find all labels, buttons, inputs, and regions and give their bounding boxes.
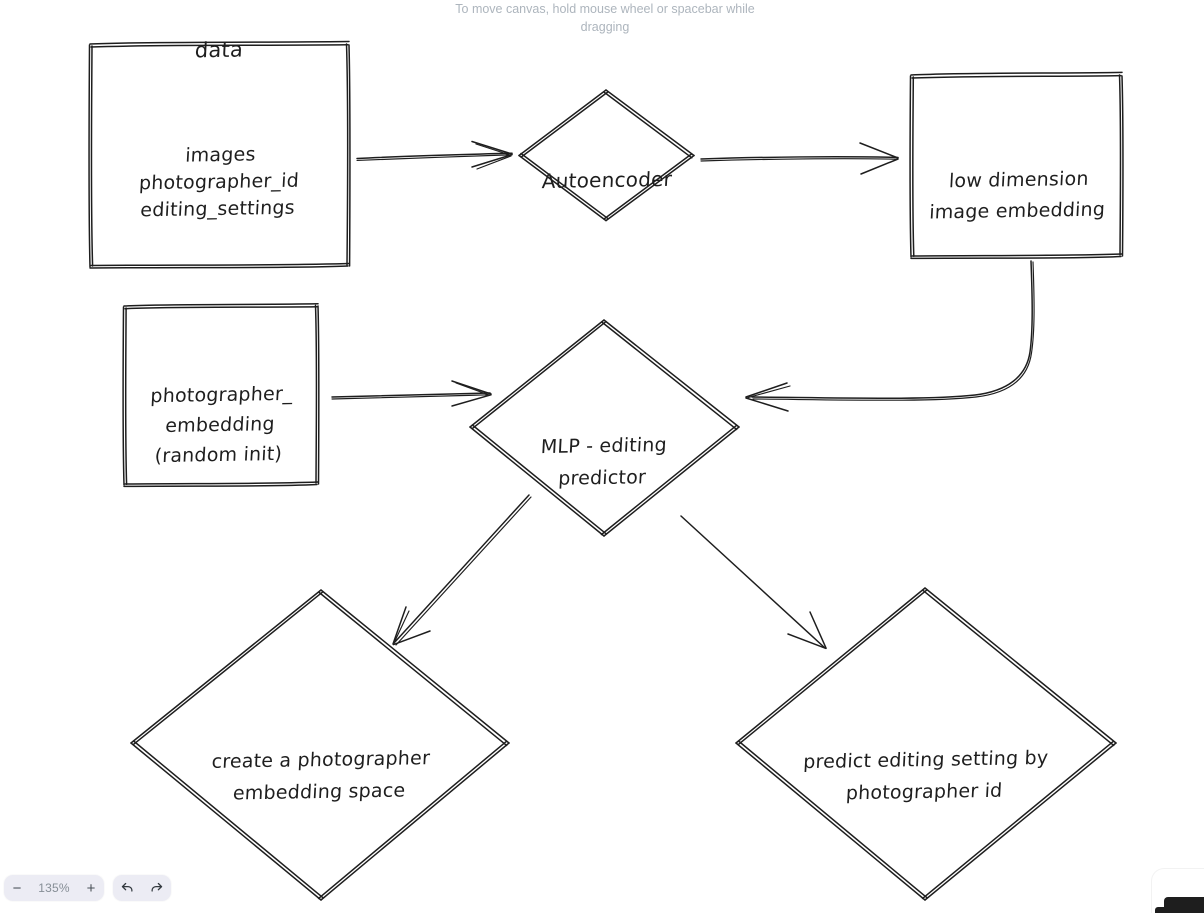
shape-low-dimension-box <box>909 71 1124 260</box>
label-predict-setting-text: predict editing setting by photographer … <box>802 746 1049 805</box>
shape-mlp-diamond <box>469 319 740 537</box>
redo-button[interactable] <box>142 875 171 901</box>
shape-data-box <box>88 40 351 269</box>
zoom-out-button[interactable]: − <box>4 875 30 901</box>
canvas-move-hint: To move canvas, hold mouse wheel or spac… <box>455 2 755 34</box>
shape-autoencoder-diamond <box>518 89 695 222</box>
label-data-box-text: images photographer_id editing_settings <box>138 143 300 222</box>
arrow-autoencoder-to-embedding <box>700 142 899 175</box>
arrow-mlp-to-create-space <box>392 494 532 646</box>
bottom-toolbar: − 135% + <box>0 875 171 905</box>
zoom-level-value[interactable]: 135% <box>38 881 70 895</box>
zoom-controls: − 135% + <box>4 875 104 901</box>
corner-widget-icon <box>1155 897 1204 913</box>
zoom-in-button[interactable]: + <box>78 875 104 901</box>
history-controls <box>113 875 171 901</box>
corner-widget[interactable] <box>1152 869 1204 913</box>
redo-icon <box>151 882 163 892</box>
label-create-space-text: create a photographer embedding space <box>211 747 431 805</box>
shape-predict-setting-diamond <box>735 587 1117 901</box>
label-mlp-predictor-text: MLP - editing predictor <box>540 433 668 490</box>
label-low-dimension-text: low dimension image embedding <box>928 167 1106 224</box>
undo-button[interactable] <box>113 875 142 901</box>
arrow-mlp-to-predict-setting <box>680 515 827 650</box>
shape-photographer-embedding-box <box>122 303 320 488</box>
shape-create-space-diamond <box>130 589 510 901</box>
arrow-data-to-autoencoder <box>356 140 513 170</box>
label-data-title: data <box>194 37 244 63</box>
label-autoencoder-text: Autoencoder <box>541 166 673 194</box>
arrow-photographer-to-mlp <box>331 380 492 407</box>
undo-icon <box>121 882 133 892</box>
arrow-embedding-to-mlp <box>745 260 1035 412</box>
label-photographer-embedding-text: photographer_ embedding (random init) <box>149 382 294 468</box>
